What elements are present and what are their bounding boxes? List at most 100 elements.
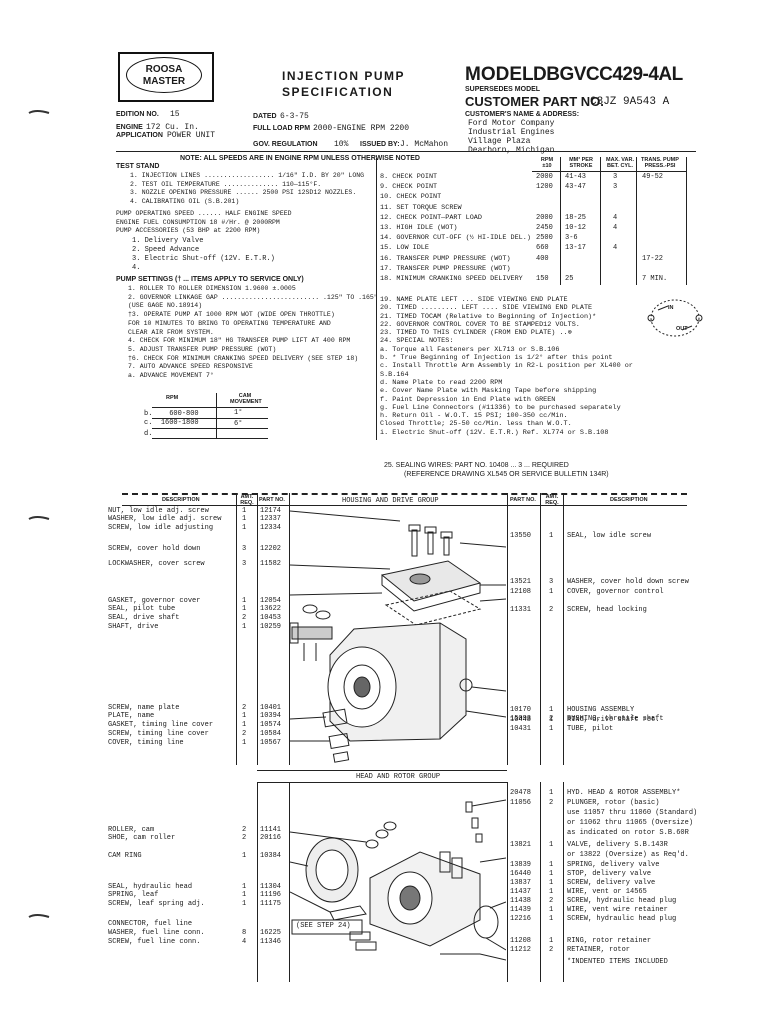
- table-row: LOCKWASHER, cover screw: [108, 560, 205, 568]
- note-line: c. Install Throttle Arm Assembly in R2-L…: [380, 362, 633, 371]
- pump-settings-heading: PUMP SETTINGS († ... ITEMS APPLY TO SERV…: [116, 276, 304, 283]
- rpm-cell: 2500: [536, 234, 553, 243]
- table-rule: [507, 493, 508, 765]
- table-row: d.: [144, 430, 153, 438]
- rpm-cell: 400: [536, 254, 549, 263]
- check-point-row: 10. CHECK POINT: [380, 193, 441, 201]
- table-row: NUT, low idle adj. screw: [108, 507, 209, 515]
- part-no-cell: 10567: [260, 739, 282, 747]
- advance-table: RPM CAM MOVEMENT b. 600-800 1° c. 1600-1…: [140, 393, 268, 439]
- part-description: SCREW, hydraulic head plug: [567, 915, 677, 923]
- table-rule: [636, 157, 637, 285]
- table-row: RETAINER, rotor: [567, 946, 630, 954]
- left-desc-header: DESCRIPTION: [162, 497, 200, 503]
- table-rule: [216, 393, 217, 439]
- rpm-cell: 1200: [536, 183, 553, 192]
- mm3-cell: 25: [565, 275, 574, 283]
- group-rule: [257, 770, 507, 771]
- part-description: SEAL, pilot tube: [108, 605, 176, 613]
- part-description: SCREW, leaf spring adj.: [108, 900, 205, 908]
- fuel-consumption: ENGINE FUEL CONSUMPTION 18 #/Hr. @ 2000R…: [116, 218, 280, 226]
- list-item: (USE GAGE NO.18914): [128, 302, 203, 310]
- part-no-cell: 10384: [260, 852, 282, 860]
- table-rule: [257, 493, 258, 765]
- table-row: SCREW, head locking: [567, 606, 647, 614]
- part-no-cell: 11208: [510, 937, 532, 945]
- mm3-cell: 41-43: [565, 173, 587, 181]
- table-rule: [686, 157, 687, 285]
- advance-col-rpm: RPM: [166, 395, 179, 401]
- note-line: i. Electric Shut-off (12V. E.T.R.) Ref. …: [380, 428, 609, 437]
- amt-cell: 1: [549, 937, 554, 945]
- transpump-cell: 49-52: [642, 173, 664, 181]
- gov-out-label: OUT: [676, 326, 688, 332]
- part-description: SCREW, hydraulic head plug: [567, 897, 677, 905]
- punch-mark: [28, 906, 50, 918]
- edition-label: EDITION NO.: [116, 111, 159, 118]
- amt-cell: 1: [549, 532, 554, 540]
- pump-operating-speed: PUMP OPERATING SPEED ...... HALF ENGINE …: [116, 210, 292, 217]
- center-divider: [376, 158, 377, 440]
- list-item: 3. Electric Shut-off (12V. E.T.R.): [132, 255, 275, 263]
- part-description: *INDENTED ITEMS INCLUDED: [567, 958, 668, 966]
- part-no-cell: 11141: [260, 826, 282, 834]
- parts-top-rule: [122, 493, 687, 495]
- doc-title: INJECTION PUMP SPECIFICATION: [282, 68, 405, 100]
- table-row: SHOE, cam roller: [108, 834, 175, 842]
- dated-value: 6-3-75: [280, 112, 309, 121]
- part-no-cell: 12334: [260, 524, 282, 532]
- amt-cell: 1: [242, 883, 247, 891]
- address-line: Village Plaza: [468, 137, 531, 146]
- amt-cell: 2: [242, 704, 247, 712]
- part-no-cell: 15093: [510, 715, 532, 723]
- list-item: 7. AUTO ADVANCE SPEED RESPONSIVE: [128, 363, 253, 371]
- table-row: SCREW, hydraulic head plug: [567, 915, 676, 923]
- part-description: VALVE, delivery S.B.143R: [567, 841, 668, 849]
- part-description: use 11057 thru 11060 (Standard): [567, 809, 698, 817]
- part-description: SHAFT, drive: [108, 623, 159, 631]
- part-description: CAM RING: [108, 852, 142, 860]
- group-rule: [257, 782, 507, 783]
- list-item: 5. ADJUST TRANSFER PUMP PRESSURE (WOT): [128, 345, 277, 353]
- list-item: 4. CALIBRATING OIL (S.B.201): [130, 197, 240, 205]
- list-item: †3. OPERATE PUMP AT 1000 RPM WOT (WIDE O…: [128, 311, 335, 319]
- check-point-label: 12. CHECK POINT—PART LOAD: [380, 213, 482, 222]
- part-no-cell: 13839: [510, 861, 532, 869]
- head-rotor-exploded-diagram: [290, 799, 506, 961]
- table-row: GASKET, governor cover: [108, 597, 200, 605]
- gov-in-label: IN: [668, 305, 674, 311]
- table-row: SCREW, fuel line conn.: [108, 938, 200, 946]
- amt-cell: 1: [242, 739, 247, 747]
- full-load-value: 2000-ENGINE RPM 2200: [313, 124, 410, 133]
- table-row: SCREW, leaf spring adj.: [108, 900, 205, 908]
- table-rule: [152, 418, 268, 419]
- check-point-row: 12. CHECK POINT—PART LOAD: [380, 214, 482, 222]
- transpump-cell: 17-22: [642, 254, 664, 263]
- list-item: 1. INJECTION LINES .................. 1/…: [130, 172, 365, 179]
- amt-cell: 2: [549, 799, 554, 807]
- part-no-cell: 10431: [510, 725, 532, 733]
- part-no-cell: 10453: [260, 614, 282, 622]
- part-description: WIRE, vent or 14565: [567, 888, 647, 896]
- part-no-cell: 11212: [510, 946, 532, 954]
- part-description: SCREW, fuel line conn.: [108, 938, 201, 946]
- engine-value: 172 Cu. In.: [146, 123, 199, 132]
- table-row: WIRE, vent or 14565: [567, 888, 647, 896]
- part-no-cell: 12216: [510, 915, 532, 923]
- table-row: PLUNGER, rotor (basic): [567, 799, 659, 807]
- application-label: APPLICATION: [116, 132, 163, 139]
- check-point-row: 14. GOVERNOR CUT-OFF (½ HI-IDLE DEL.): [380, 234, 531, 242]
- logo-text-bottom: MASTER: [142, 76, 186, 87]
- note-line: e. Cover Name Plate with Masking Tape be…: [380, 387, 597, 396]
- list-item: 2. TEST OIL TEMPERATURE .............. 1…: [130, 180, 322, 188]
- amt-cell: 1: [549, 861, 554, 869]
- part-no-cell: 13550: [510, 532, 532, 540]
- part-description: WASHER, low idle adj. screw: [108, 515, 222, 523]
- amt-cell: 3: [242, 560, 247, 568]
- amt-cell: 1: [242, 900, 247, 908]
- table-row: SCREW, cover hold down: [108, 545, 200, 553]
- table-row: SCREW, timing line cover: [108, 730, 209, 738]
- list-item: CLEAR AIR FROM SYSTEM.: [128, 328, 214, 336]
- table-rule: [257, 782, 258, 982]
- right-desc-header: DESCRIPTION: [610, 497, 648, 503]
